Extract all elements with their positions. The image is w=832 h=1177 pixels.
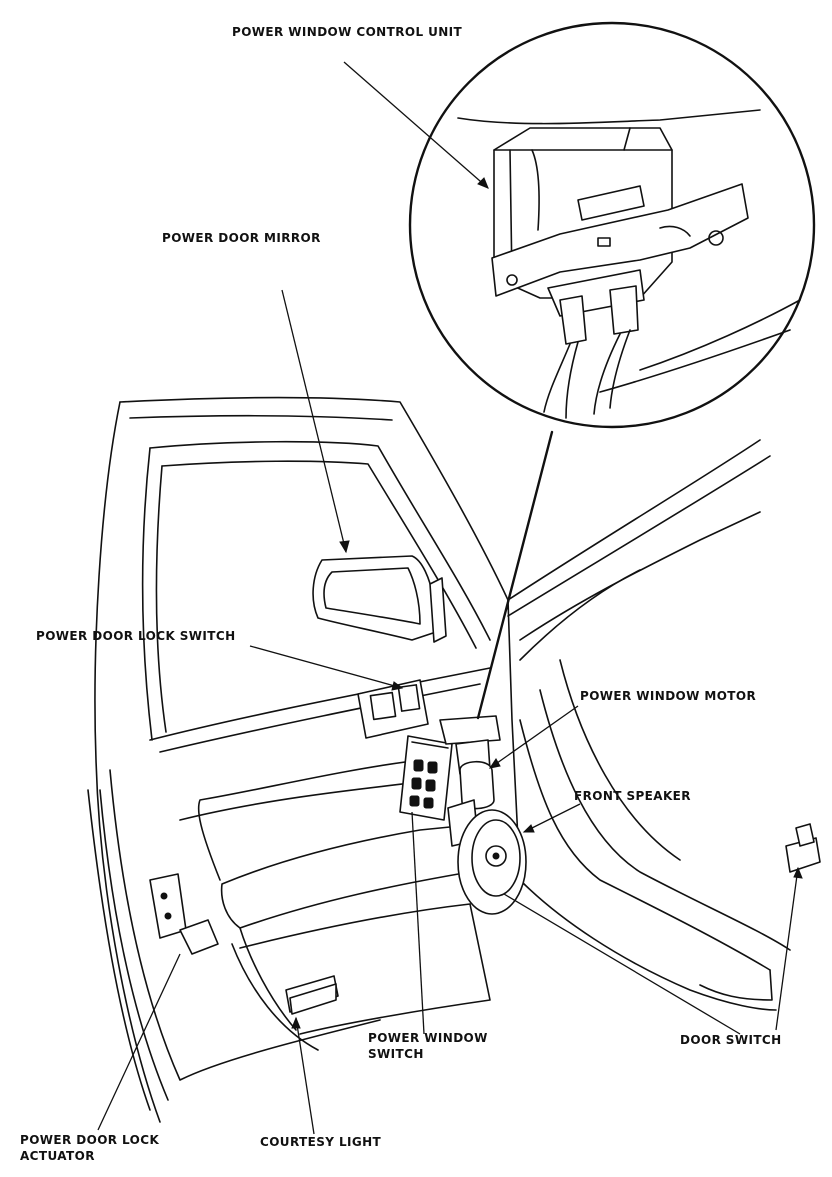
power-window-switch-label-line2: SWITCH — [368, 1047, 424, 1061]
front-speaker-shape — [457, 809, 527, 915]
leader-lines — [97, 61, 803, 1135]
power-window-switch-shape — [399, 735, 453, 821]
courtesy-light-label: COURTESY LIGHT — [260, 1135, 382, 1149]
power-door-mirror-label: POWER DOOR MIRROR — [162, 231, 321, 245]
power-window-control-unit-label: POWER WINDOW CONTROL UNIT — [232, 25, 463, 39]
power-door-lock-actuator-label-line2: ACTUATOR — [20, 1149, 95, 1163]
power-window-motor-shape — [439, 715, 501, 847]
power-door-lock-actuator-label-line1: POWER DOOR LOCK — [20, 1133, 160, 1147]
door-frame — [87, 396, 791, 1123]
courtesy-light-shape — [285, 975, 339, 1015]
power-door-lock-actuator-shape — [149, 873, 219, 955]
control-unit-detail-circle — [408, 21, 816, 429]
power-door-mirror-shape — [312, 555, 447, 643]
door-switch-label: DOOR SWITCH — [680, 1033, 782, 1047]
power-window-switch-label-line1: POWER WINDOW — [368, 1031, 488, 1045]
power-door-lock-switch-label: POWER DOOR LOCK SWITCH — [36, 629, 236, 643]
front-speaker-label: FRONT SPEAKER — [574, 789, 691, 803]
door-switch-shape — [785, 823, 821, 873]
power-door-lock-switch-shape — [357, 679, 429, 739]
power-window-motor-label: POWER WINDOW MOTOR — [580, 689, 757, 703]
